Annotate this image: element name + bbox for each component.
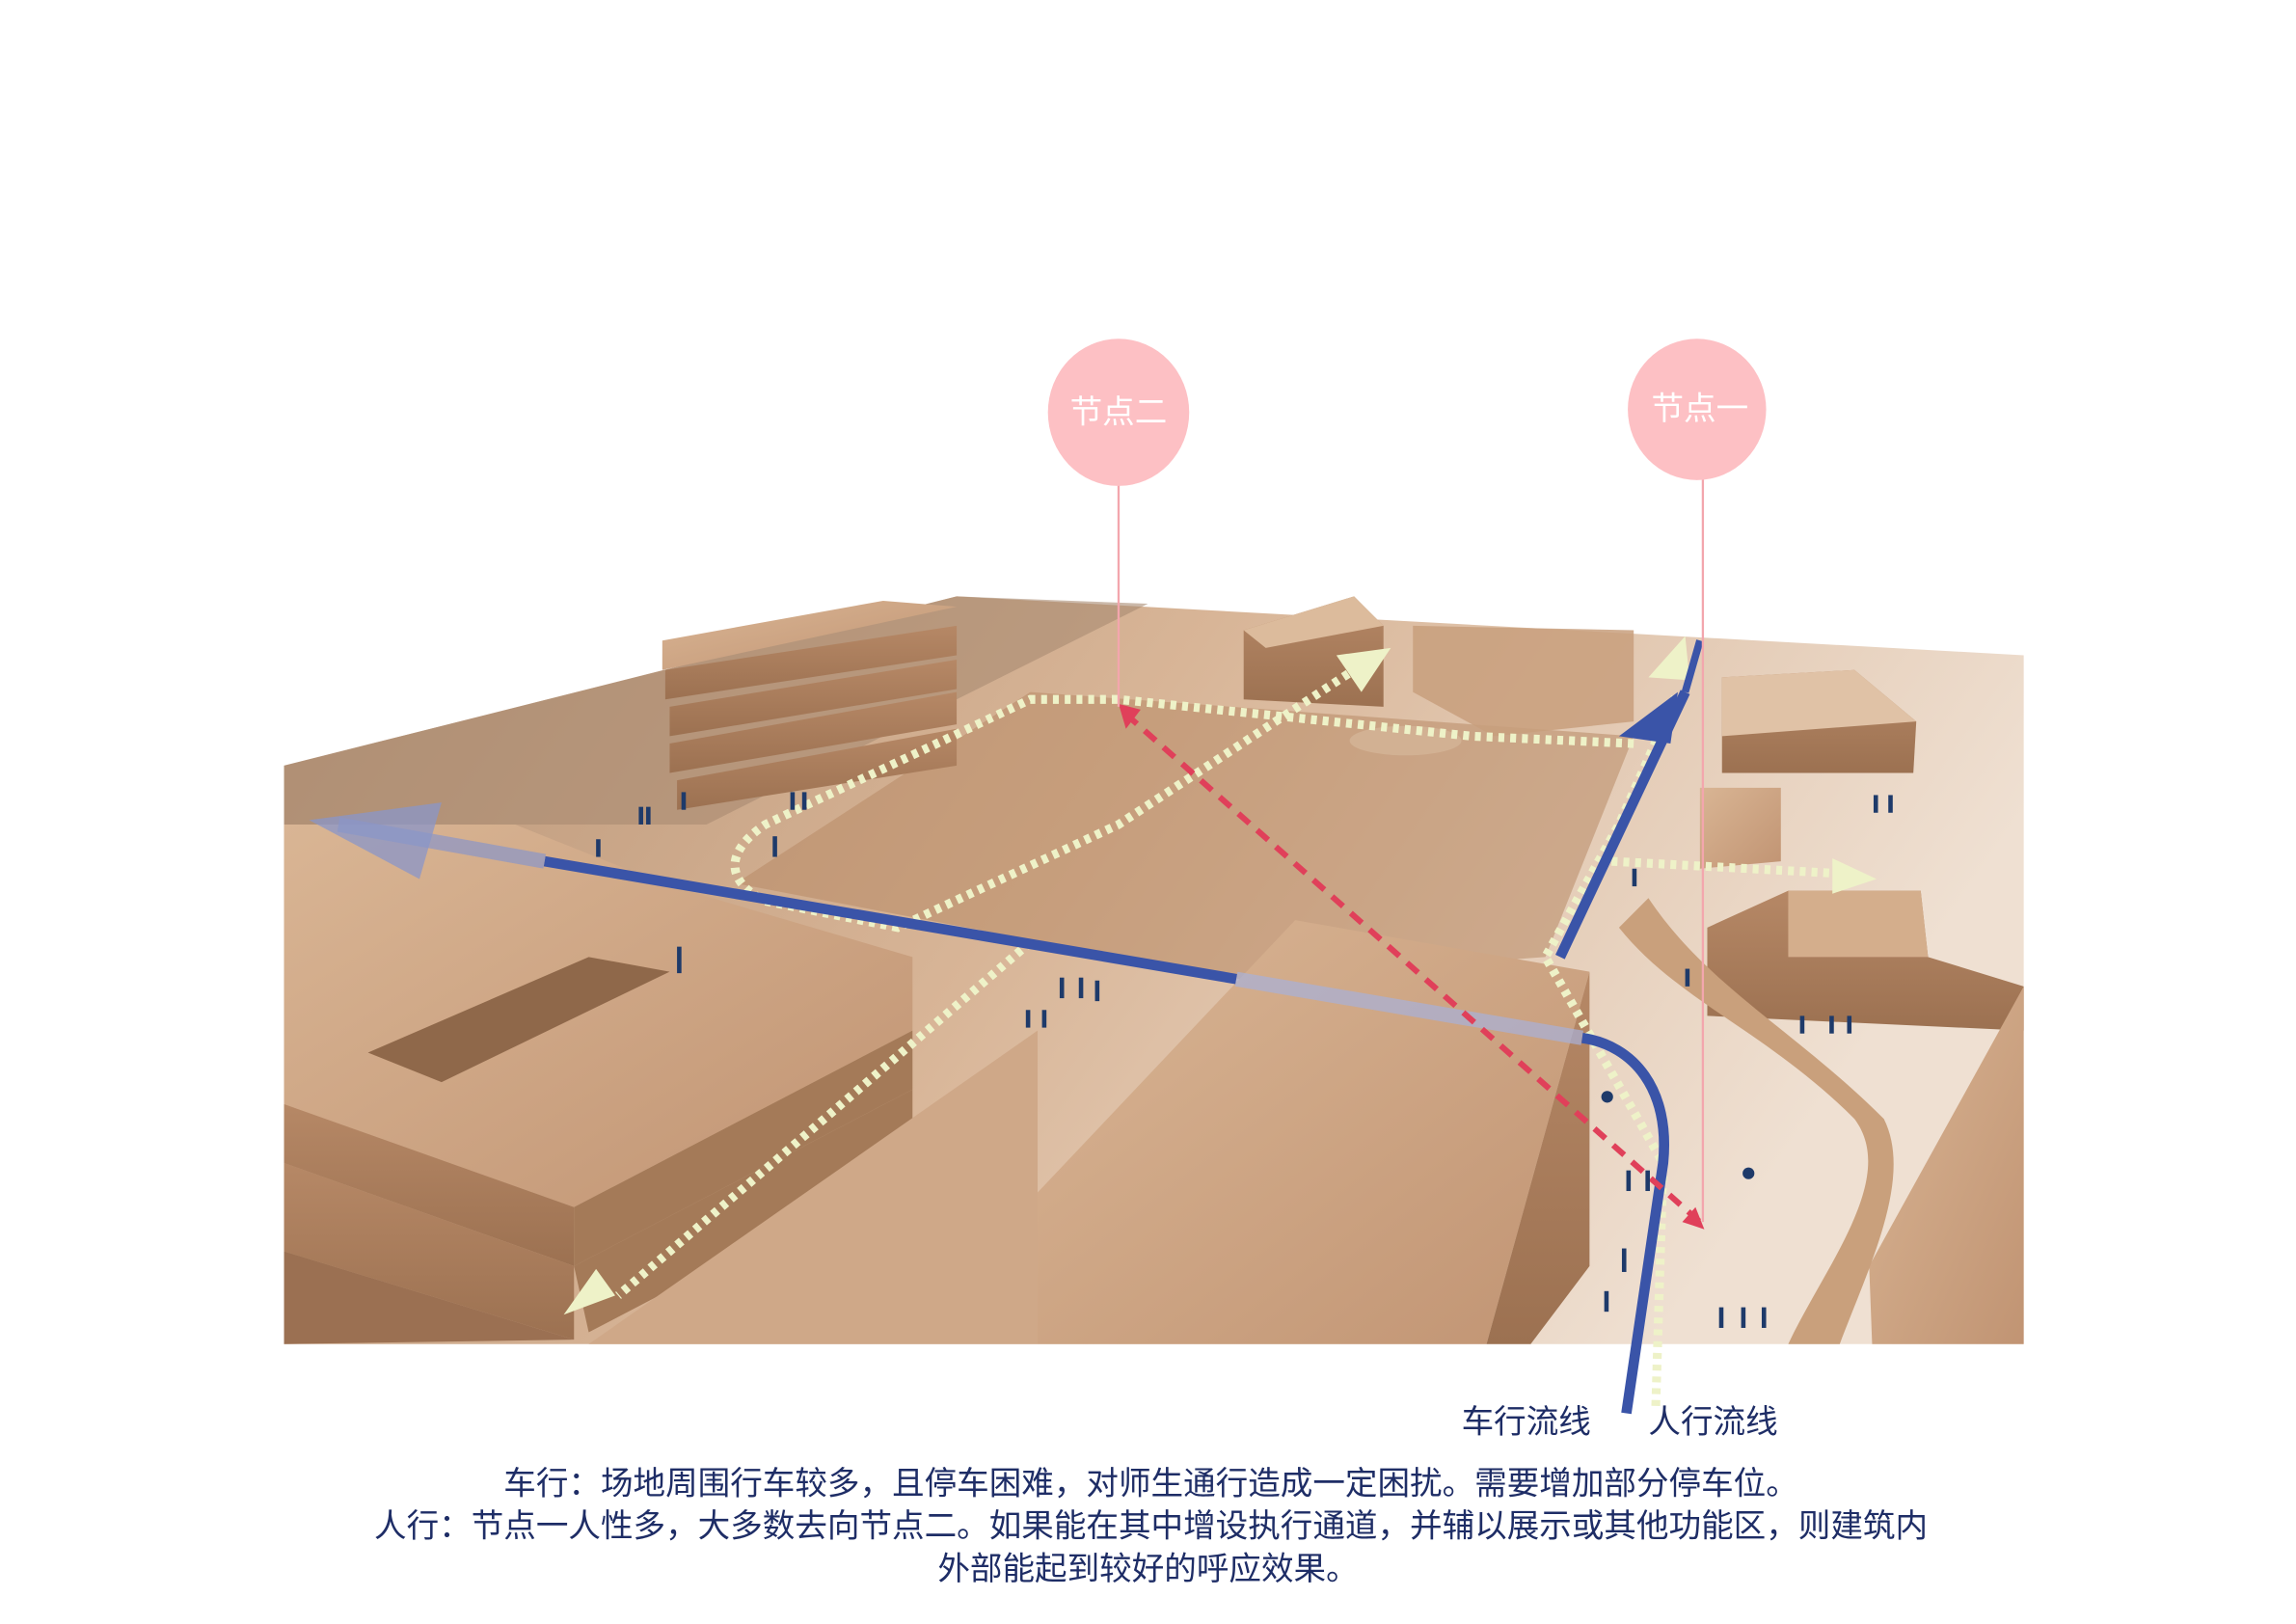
pedestrian-route-east <box>1611 856 1833 878</box>
node-two-label: 节点二 <box>1070 392 1168 430</box>
legend-pedestrian-flow: 人行流线 <box>1648 1402 1777 1440</box>
arrow-head-icon <box>1118 703 1141 729</box>
car-route-north-top <box>1681 639 1704 693</box>
pedestrian-arrowheads <box>563 636 1877 1315</box>
arrow-head-icon <box>1682 1206 1705 1230</box>
site-model <box>284 596 2024 1344</box>
node-two-marker: 节点二 <box>1047 338 1190 707</box>
building-front-left <box>284 824 913 1344</box>
node-link-dashed <box>1123 712 1702 1225</box>
car-route-south <box>1580 1032 1669 1415</box>
arrow-head-icon <box>309 802 442 880</box>
car-route-cross <box>1234 971 1584 1045</box>
central-plaza <box>736 691 1634 980</box>
building-right <box>1618 669 2024 1344</box>
caption-line-3: 外部能起到较好的呼应效果。 <box>937 1550 1358 1587</box>
arrow-head-icon <box>1648 636 1690 681</box>
car-arrowheads <box>309 691 1678 880</box>
caption-line-1: 车行：场地周围行车较多，且停车困难，对师生通行造成一定困扰。需要增加部分停车位。 <box>503 1464 1798 1502</box>
arrow-head-icon <box>563 1268 615 1315</box>
node-one-marker: 节点一 <box>1628 338 1767 1223</box>
arrow-head-icon <box>1336 647 1391 692</box>
arrow-head-icon <box>1618 691 1678 744</box>
building-stacked-back-left <box>662 600 958 810</box>
building-back-center <box>1243 596 1634 737</box>
node-two-circle <box>1047 338 1190 486</box>
people-figures <box>596 792 1893 1328</box>
node-one-circle <box>1628 338 1767 480</box>
legend-car-flow: 车行流线 <box>1462 1402 1591 1440</box>
pedestrian-route-southwest <box>615 938 1034 1299</box>
pedestrian-routes <box>615 665 1833 1406</box>
caption-line-2: 人行：节点一人性多，大多数去向节点二。如果能在其中增设执行通道，并辅以展示或其他… <box>374 1507 1928 1545</box>
arrow-head-icon <box>1832 858 1877 894</box>
node-one-label: 节点一 <box>1652 390 1749 427</box>
car-route-west <box>543 855 1237 985</box>
